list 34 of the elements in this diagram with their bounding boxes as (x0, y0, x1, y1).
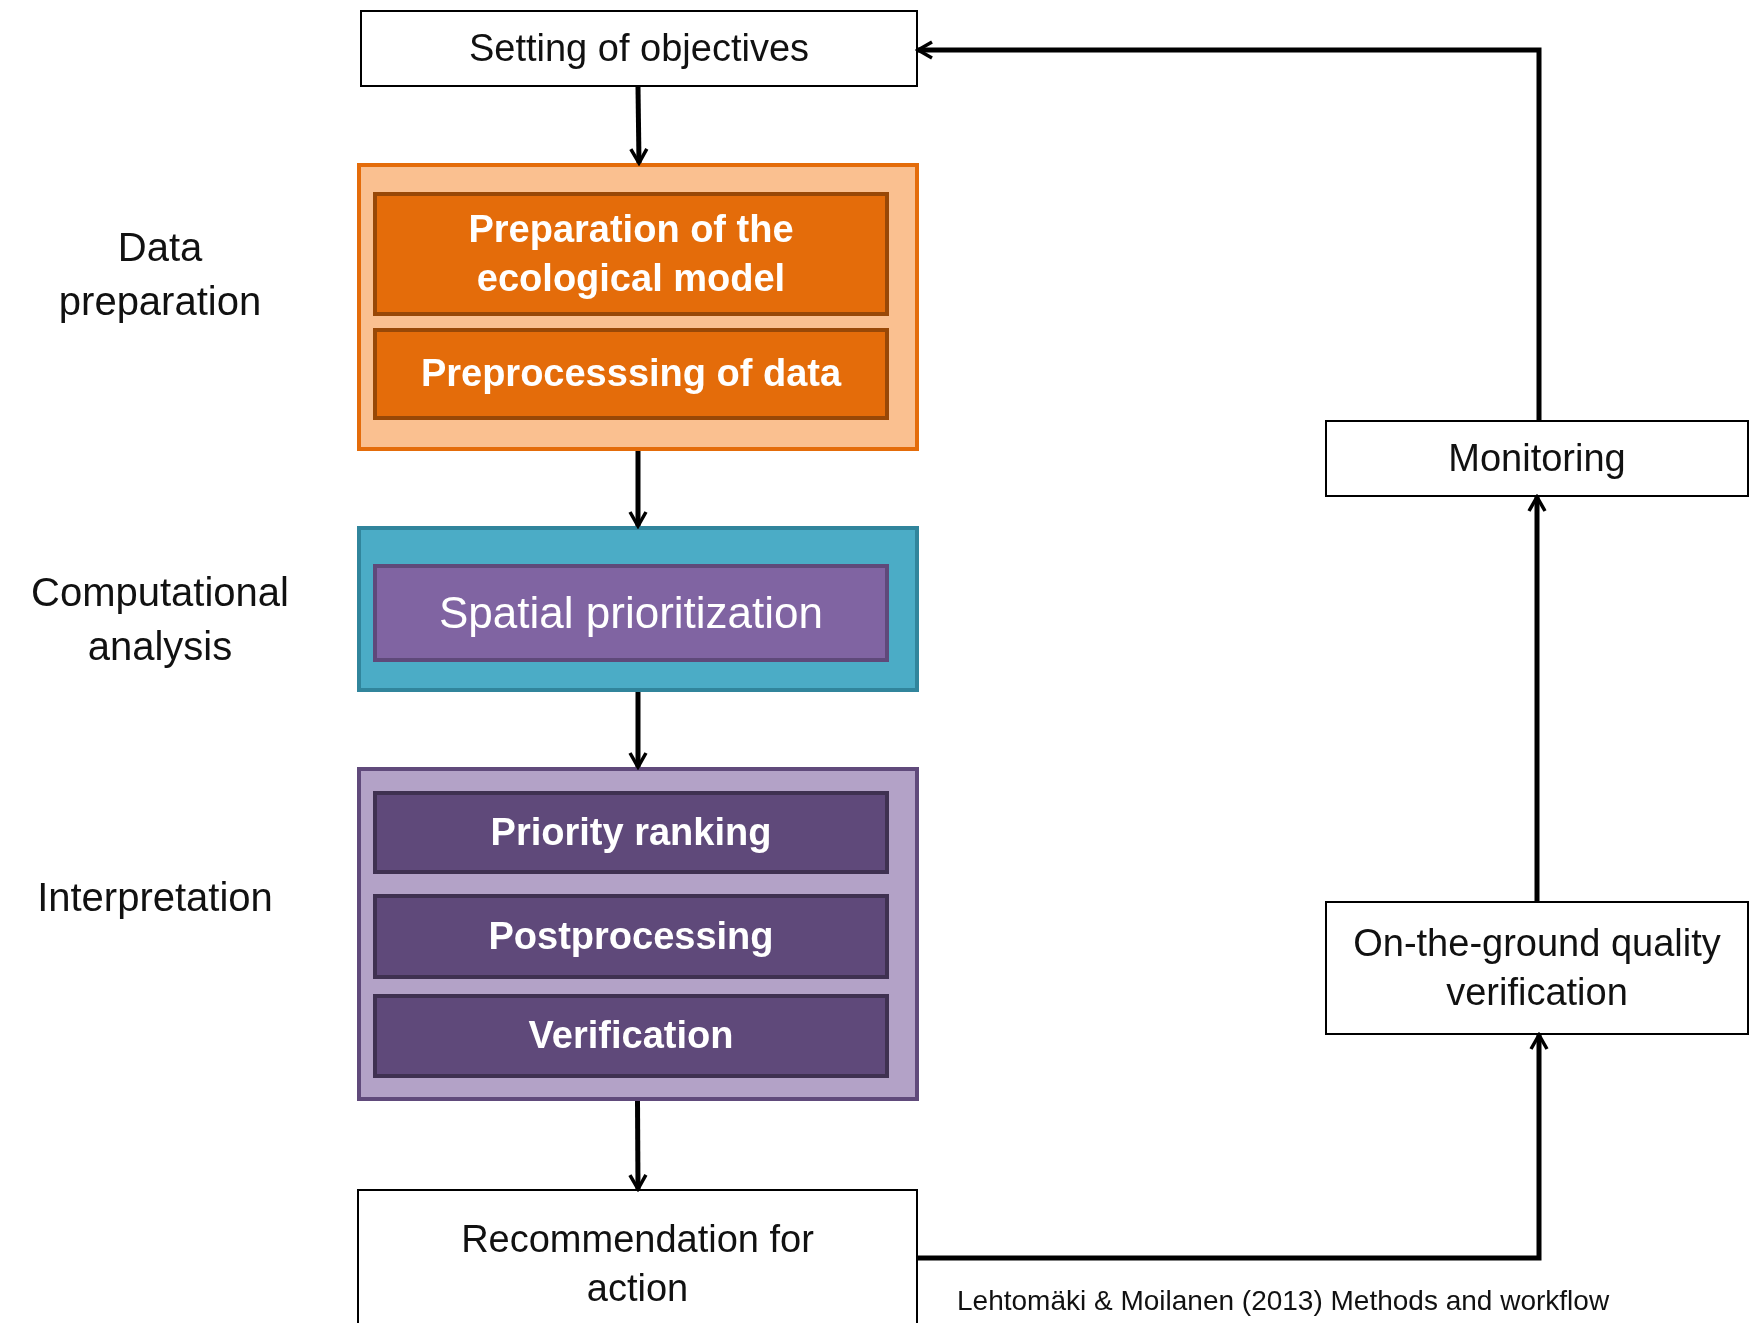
caption: Lehtomäki & Moilanen (2013) Methods and workflow (957, 1285, 1610, 1317)
box-label: Verification (528, 1013, 734, 1059)
process-box (357, 1189, 918, 1323)
process-box (373, 791, 889, 874)
box-label: Recommendation for action (460, 1216, 815, 1311)
arrow (628, 451, 648, 528)
process-box (373, 564, 889, 662)
box-label: Postprocessing (488, 913, 774, 959)
box-label: Monitoring (1448, 435, 1626, 481)
process-box (373, 894, 889, 979)
process-box (1325, 901, 1749, 1035)
group-panel (357, 526, 919, 692)
box-label: On-the-ground quality verification (1352, 920, 1722, 1015)
arrow (918, 1033, 1549, 1261)
group-panel (357, 767, 919, 1101)
process-box (1325, 420, 1749, 497)
stage-label: Computational analysis (30, 569, 290, 670)
box-label: Preprocesssing of data (420, 351, 842, 397)
box-label: Preparation of the ecological model (467, 206, 795, 301)
process-box (373, 328, 889, 420)
arrow (628, 692, 648, 769)
stage-label: Data preparation (57, 224, 263, 325)
process-box (373, 994, 889, 1078)
arrow (629, 86, 649, 165)
arrow (916, 40, 1542, 420)
box-label: Setting of objectives (468, 25, 810, 71)
box-label: Priority ranking (490, 809, 772, 855)
arrow (1527, 495, 1547, 901)
process-box (373, 192, 889, 316)
group-panel (357, 163, 919, 451)
arrow (628, 1101, 648, 1191)
stage-label: Interpretation (36, 874, 274, 921)
process-box (360, 10, 918, 87)
box-label: Spatial prioritization (439, 587, 823, 640)
